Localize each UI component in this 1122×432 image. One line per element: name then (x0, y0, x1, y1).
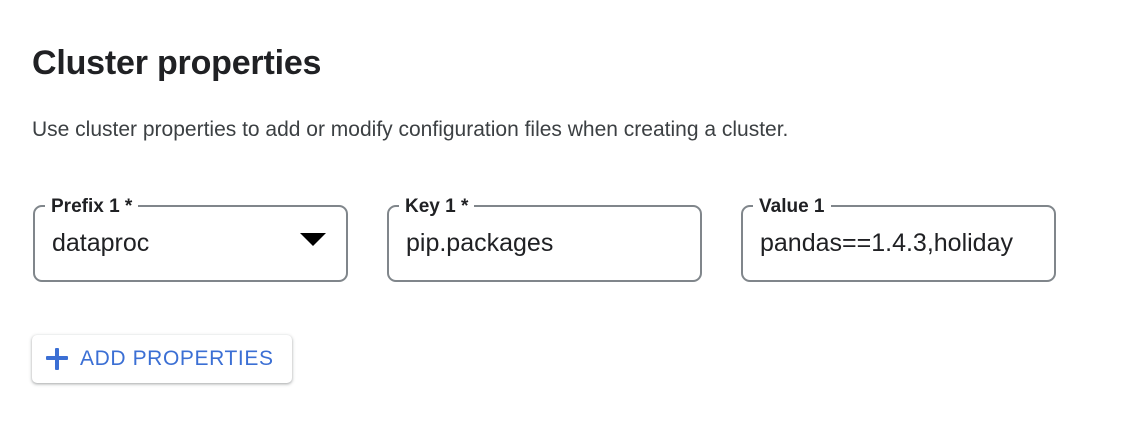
key-1-field[interactable]: Key 1 * pip.packages (387, 195, 702, 282)
prefix-1-value[interactable]: dataproc (52, 229, 150, 257)
page-description: Use cluster properties to add or modify … (32, 118, 789, 141)
key-1-label: Key 1 * (405, 195, 469, 217)
plus-icon (46, 348, 68, 370)
properties-row: Prefix 1 * dataproc Key 1 * pip.packages… (33, 195, 1056, 282)
value-1-label: Value 1 (759, 195, 825, 217)
value-1-field[interactable]: Value 1 pandas==1.4.3,holiday (741, 195, 1056, 282)
prefix-1-field[interactable]: Prefix 1 * dataproc (33, 195, 348, 282)
key-1-input[interactable]: pip.packages (406, 229, 554, 257)
prefix-1-label: Prefix 1 * (51, 195, 133, 217)
page-title: Cluster properties (32, 43, 322, 82)
dropdown-arrow-icon[interactable] (300, 233, 326, 246)
add-properties-label: ADD PROPERTIES (80, 347, 274, 370)
add-properties-button[interactable]: ADD PROPERTIES (32, 335, 292, 383)
value-1-input[interactable]: pandas==1.4.3,holiday (760, 229, 1013, 257)
